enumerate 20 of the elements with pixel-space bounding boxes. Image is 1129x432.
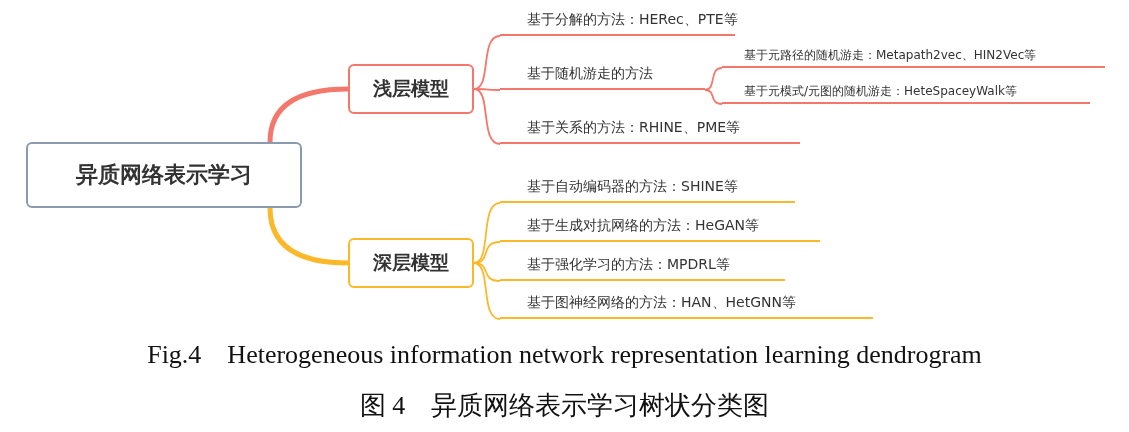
- topic-box: 浅层模型: [348, 64, 474, 114]
- branch-topic: 基于生成对抗网络的方法：HeGAN等: [500, 212, 820, 242]
- branch-topic: 基于图神经网络的方法：HAN、HetGNN等: [500, 289, 873, 319]
- branch-topic: 基于元模式/元图的随机游走：HeteSpaceyWalk等: [722, 80, 1090, 104]
- branch-topic: 基于自动编码器的方法：SHINE等: [500, 173, 795, 203]
- topic-box: 深层模型: [348, 238, 474, 288]
- branch-line: [473, 262, 501, 320]
- figure-caption: Fig.4 Heterogeneous information network representation learning dendrogram: [146, 339, 983, 371]
- branch-topic: 基于关系的方法：RHINE、PME等: [500, 114, 800, 144]
- branch-line: [704, 89, 723, 105]
- branch-topic: 基于强化学习的方法：MPDRL等: [500, 251, 785, 281]
- branch-line: [267, 207, 349, 266]
- branch-topic: 基于随机游走的方法: [500, 60, 705, 90]
- branch-line: [473, 262, 501, 282]
- branch-line: [473, 88, 501, 145]
- root-topic-box: 异质网络表示学习: [26, 142, 302, 208]
- branch-line: [267, 86, 349, 143]
- figure-caption: 图 4 异质网络表示学习树状分类图: [358, 390, 771, 422]
- branch-line: [704, 67, 723, 91]
- branch-topic: 基于元路径的随机游走：Metapath2vec、HIN2Vec等: [722, 44, 1105, 68]
